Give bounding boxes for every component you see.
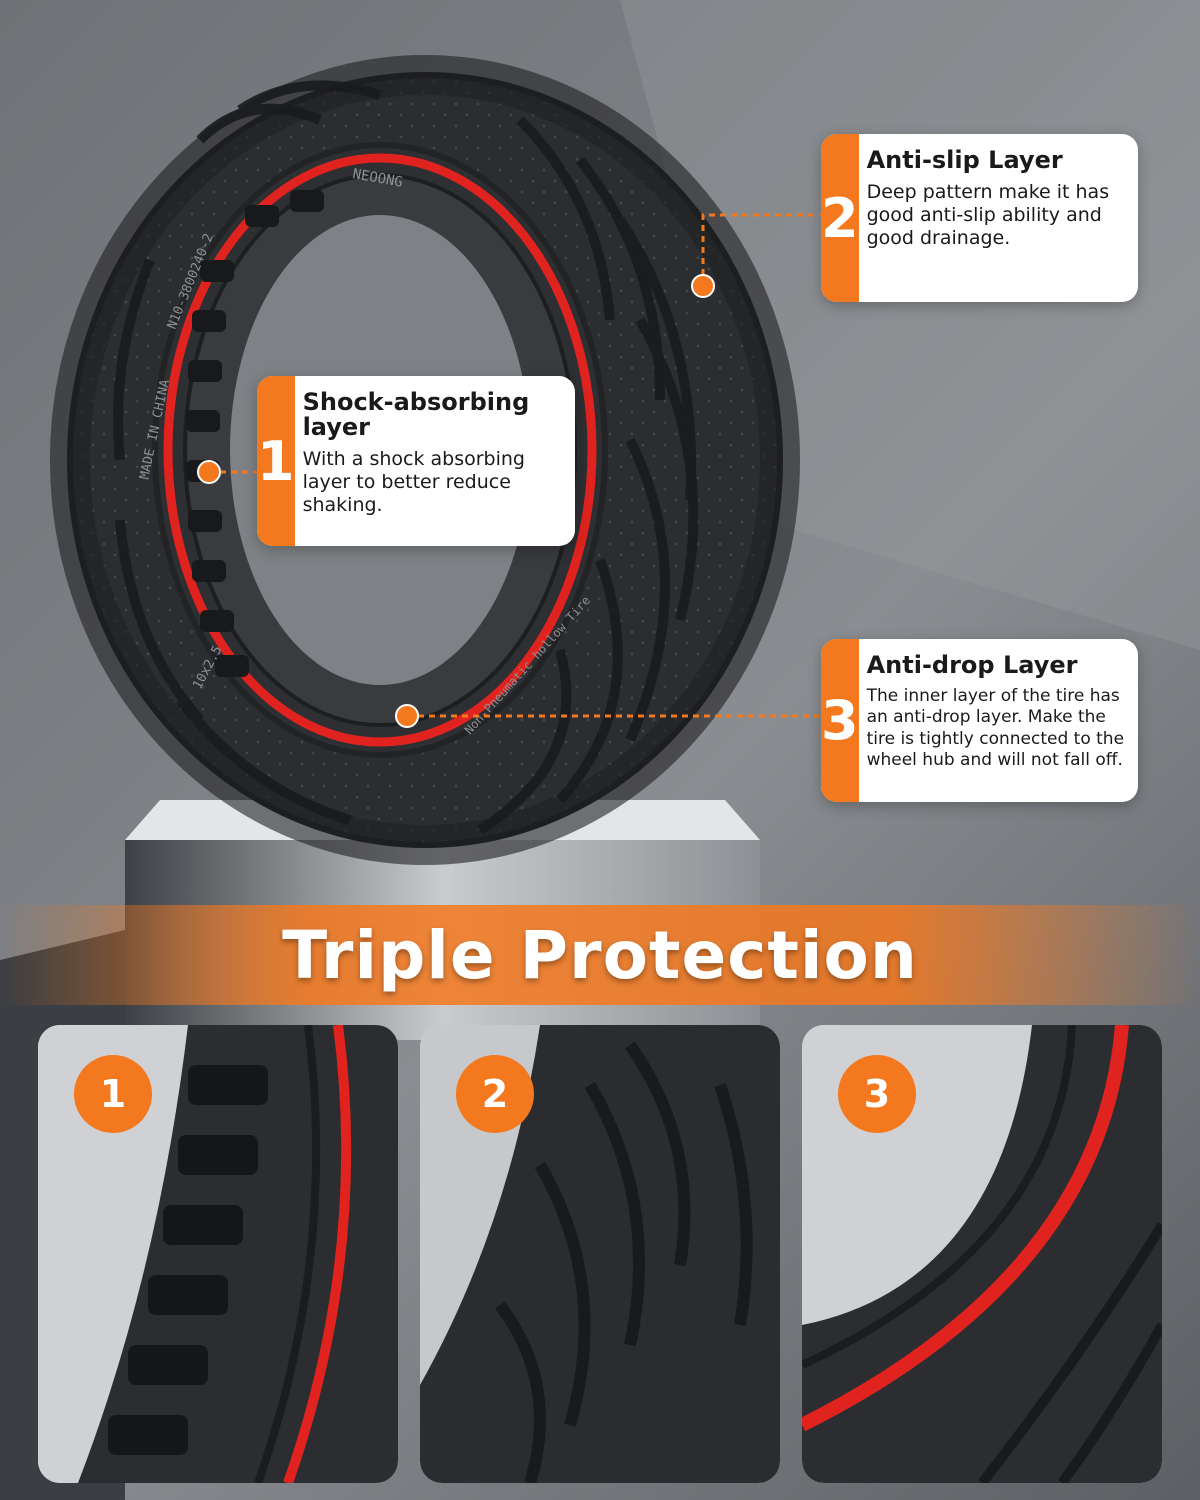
callout-title: Anti-slip Layer [866, 146, 1063, 174]
detail-badge: 1 [74, 1055, 152, 1133]
callout-anti-drop: 3 Anti-drop Layer The inner layer of the… [821, 639, 1138, 802]
leader-dot-3 [395, 704, 419, 728]
red-stripe [163, 153, 597, 747]
callout-description: With a shock absorbing layer to better r… [302, 448, 525, 516]
headline: Triple Protection [282, 916, 918, 994]
detail-image-1 [38, 1025, 398, 1483]
callout-anti-slip: 2 Anti-slip Layer Deep pattern make it h… [821, 134, 1138, 302]
callout-shock-absorbing: 1 Shock-absorbing layer With a shock abs… [257, 376, 575, 546]
callout-title: Anti-drop Layer [866, 651, 1078, 679]
hollow-holes [186, 190, 324, 677]
detail-panel-1: 1 [38, 1025, 398, 1483]
detail-badge: 2 [456, 1055, 534, 1133]
leader-line-2 [701, 213, 821, 286]
detail-panel-2: 2 [420, 1025, 780, 1483]
callout-number: 3 [821, 639, 859, 802]
callout-number: 1 [257, 376, 295, 546]
leader-dot-2 [691, 274, 715, 298]
detail-panel-3: 3 [802, 1025, 1162, 1483]
callout-number: 2 [821, 134, 859, 302]
callout-title: Shock-absorbing layer [302, 388, 530, 442]
leader-dot-1 [197, 460, 221, 484]
tread-pattern [113, 80, 699, 835]
callout-leaders [197, 213, 821, 728]
headline-band [0, 905, 1200, 1005]
callout-description: The inner layer of the tire has an anti-… [866, 686, 1125, 770]
tire-tread-edge [50, 55, 800, 865]
callout-description: Deep pattern make it has good anti-slip … [866, 181, 1110, 249]
detail-badge: 3 [838, 1055, 916, 1133]
